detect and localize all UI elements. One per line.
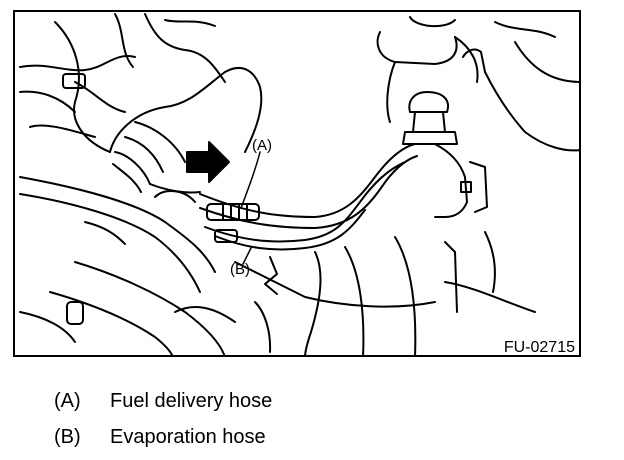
direction-arrow	[186, 141, 230, 183]
figure-code: FU-02715	[504, 339, 575, 356]
canister-assembly	[376, 16, 579, 218]
diagram-frame: (A) (B) FU-02715	[13, 10, 581, 357]
hand-illustration	[109, 67, 263, 194]
legend-label-a: Fuel delivery hose	[110, 390, 273, 412]
legend-letter-a: (A)	[54, 390, 81, 412]
legend-letter-b: (B)	[54, 426, 81, 448]
evaporation-hose-line	[204, 161, 406, 243]
callout-a-label: (A)	[252, 137, 272, 154]
engine-block-lines	[19, 13, 226, 153]
callout-leaders	[240, 151, 261, 265]
lower-components	[19, 176, 536, 355]
engine-bay-drawing: (A) (B) FU-02715	[19, 13, 579, 356]
callout-b-label: (B)	[230, 261, 250, 278]
hoses	[154, 143, 418, 251]
legend-label-b: Evaporation hose	[110, 426, 266, 448]
fuel-delivery-hose-line	[199, 143, 416, 218]
